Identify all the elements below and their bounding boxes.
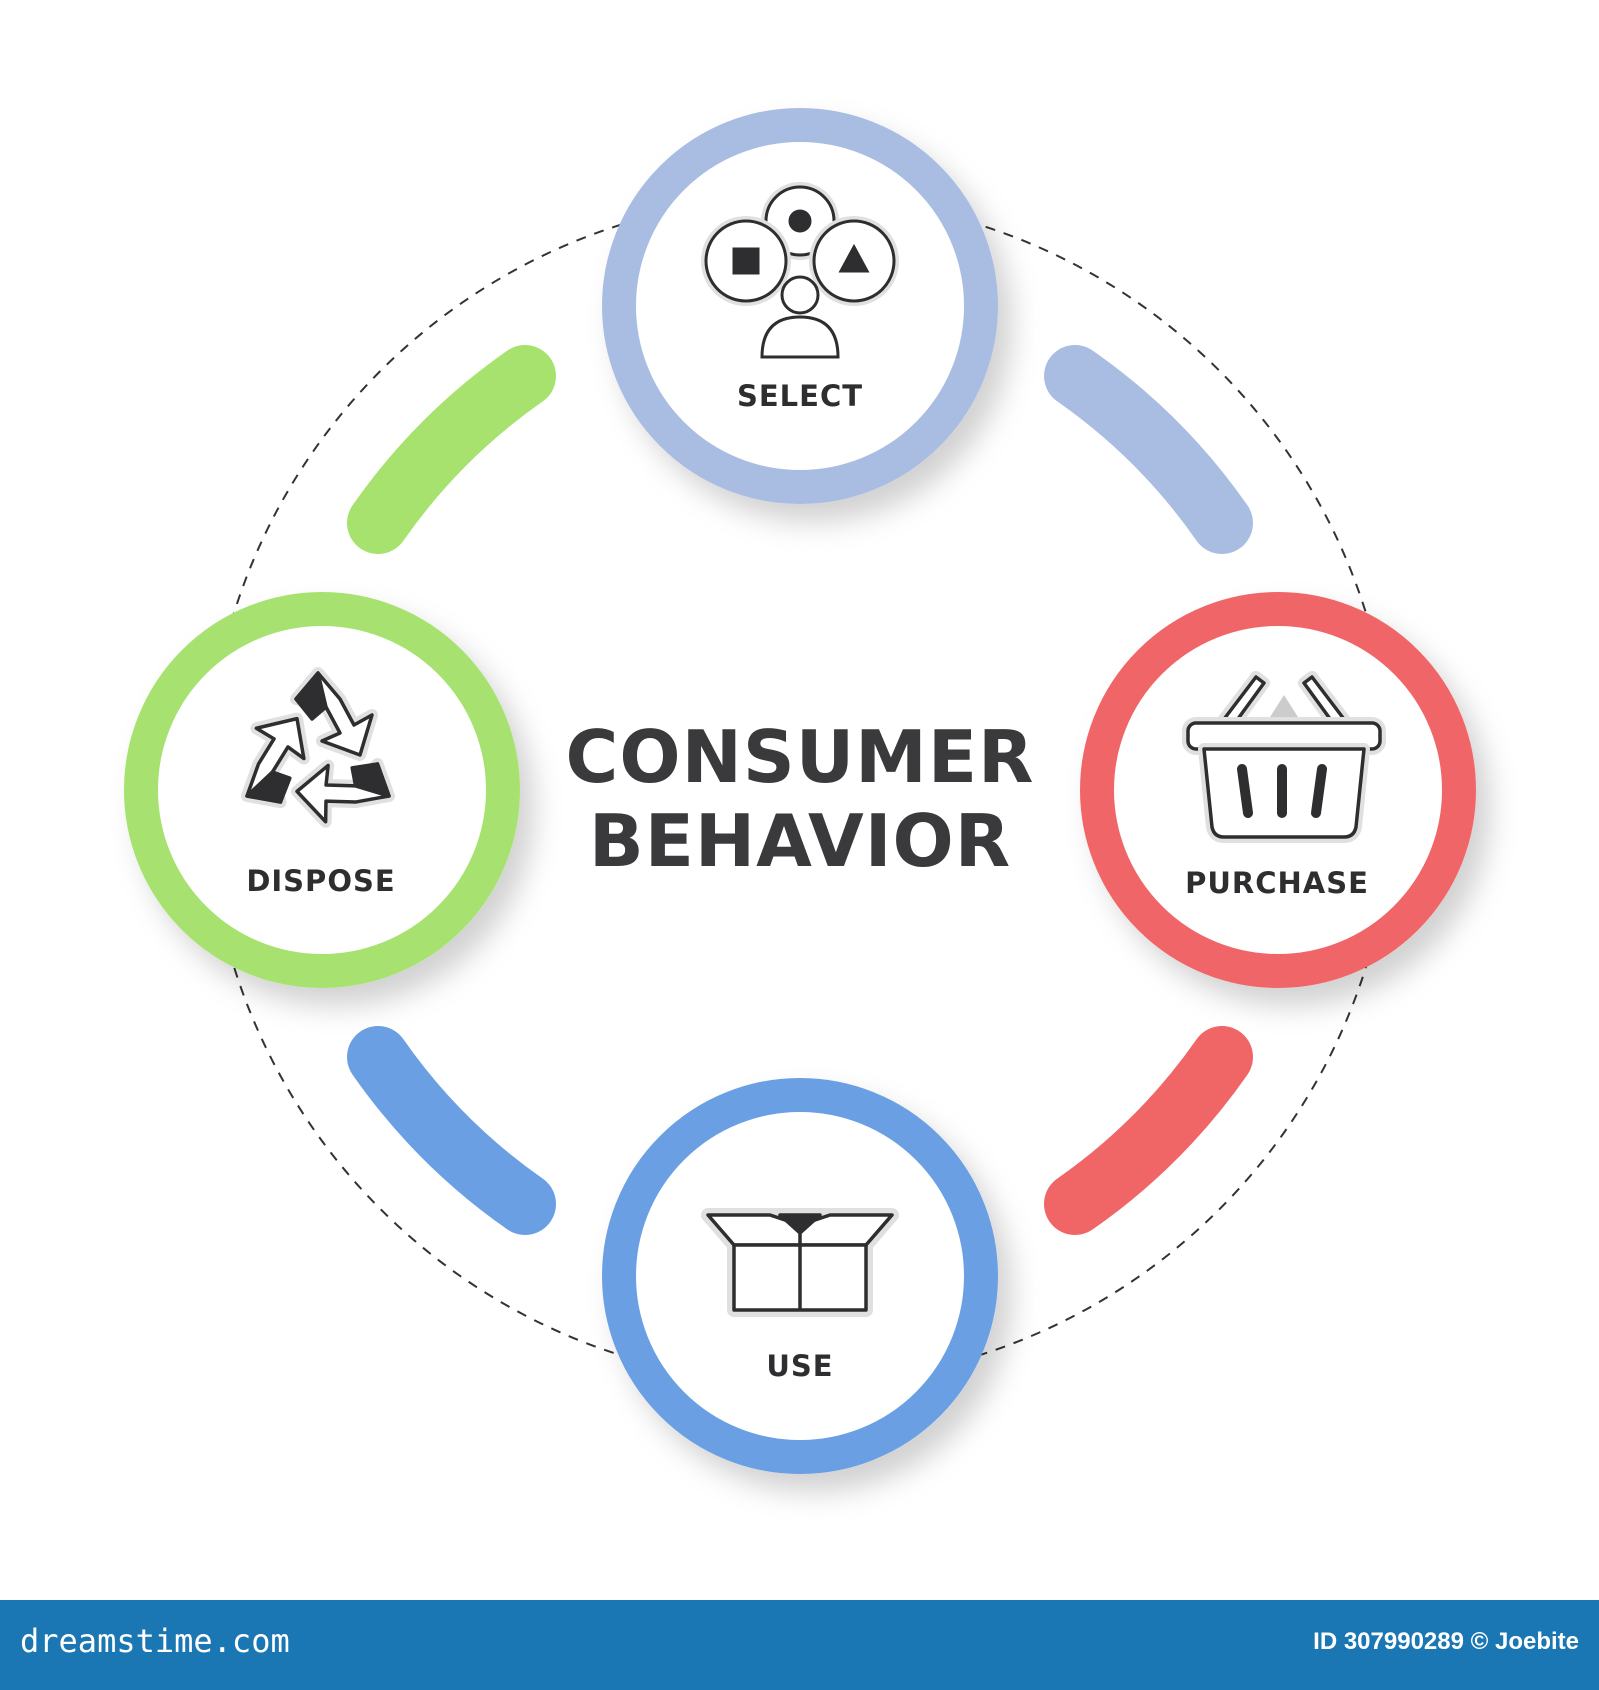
stage-select-node (602, 108, 998, 504)
footer-brand-text: dreamstime.com (20, 1622, 290, 1660)
footer-image-id-text: ID 307990289 © Joebite (1313, 1628, 1579, 1655)
stage-purchase-label: PURCHASE (1185, 866, 1369, 900)
consumer-behavior-cycle-diagram (124, 108, 1476, 1474)
open-box-icon (701, 1208, 899, 1317)
watermark-footer-bar: dreamstime.com ID 307990289 © Joebite (0, 1600, 1599, 1690)
connector-arc-dispose-select (347, 345, 556, 554)
connector-arc-purchase-use (1044, 1026, 1253, 1235)
stage-purchase-node (1080, 592, 1476, 988)
stage-dispose-node (124, 592, 520, 988)
recycle-icon (240, 667, 396, 828)
stage-use-label: USE (766, 1349, 834, 1383)
connector-arc-select-purchase (1044, 345, 1253, 554)
diagram-title: CONSUMER BEHAVIOR (480, 715, 1120, 883)
diagram-title-line-1: CONSUMER (565, 715, 1035, 799)
stage-dispose-label: DISPOSE (246, 864, 396, 898)
stage-use-node (602, 1078, 998, 1474)
shopping-basket-icon (1182, 671, 1386, 843)
diagram-title-line-2: BEHAVIOR (588, 799, 1012, 883)
stage-select-label: SELECT (736, 379, 864, 413)
people-choice-icon (701, 182, 899, 359)
connector-arc-use-dispose (347, 1026, 556, 1235)
